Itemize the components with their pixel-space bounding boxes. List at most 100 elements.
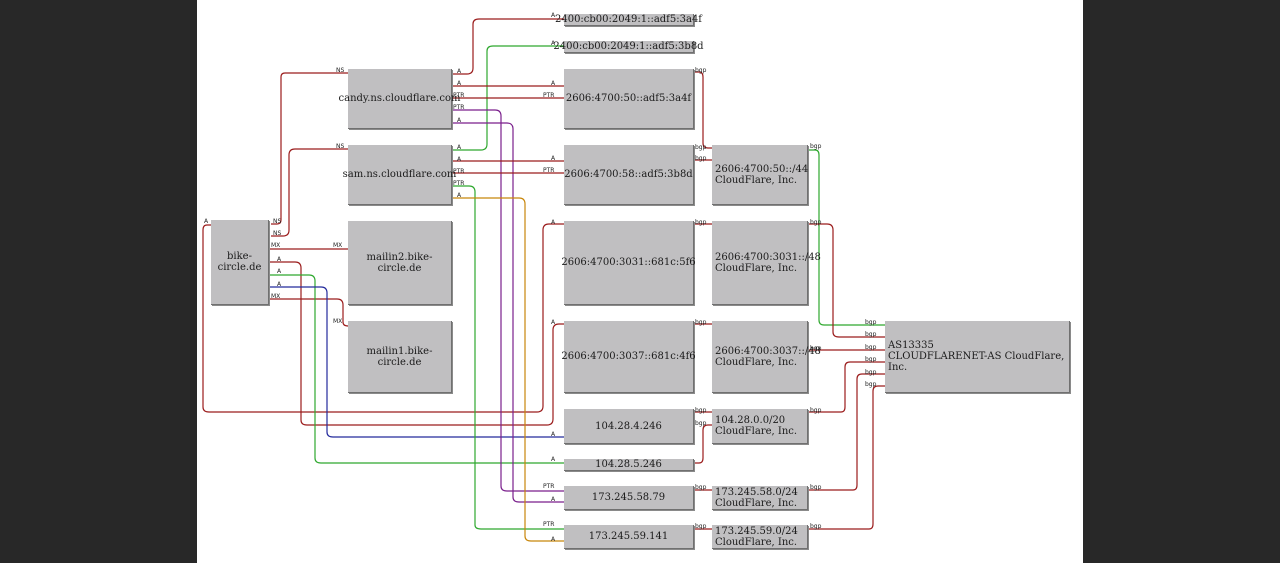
node-label: sam.ns.cloudflare.com — [342, 169, 457, 180]
edge-label-ns: NS — [273, 218, 282, 225]
node-net-v4-58[interactable]: 173.245.58.0/24 CloudFlare, Inc. — [712, 486, 808, 510]
edge-layer — [202, 18, 885, 542]
node-net-v6-3037[interactable]: 2606:4700:3037::/48 CloudFlare, Inc. — [712, 321, 821, 393]
net-org: CloudFlare, Inc. — [715, 174, 798, 186]
a-edge — [202, 223, 564, 413]
node-ipv6-site2[interactable]: 2606:4700:3037::681c:4f6 — [561, 321, 696, 393]
node-asn[interactable]: AS13335 CLOUDFLARENET-AS CloudFlare, Inc… — [885, 321, 1070, 393]
edge-label-a: A — [551, 456, 556, 463]
edge-label-bgp: bgp — [810, 219, 822, 226]
node-label: bike-circle.de — [217, 251, 262, 273]
node-ipv4-site2[interactable]: 104.28.5.246 — [564, 459, 694, 471]
node-ipv6-sam[interactable]: 2606:4700:58::adf5:3b8d — [564, 145, 694, 205]
edge-label-a: A — [551, 80, 556, 87]
a-edge — [269, 286, 564, 438]
node-label: 173.245.59.141 — [588, 531, 669, 542]
node-ipv4-candy[interactable]: 173.245.58.79 — [564, 486, 694, 510]
bgp-edge — [694, 424, 712, 464]
edge-label-ptr: PTR — [453, 180, 465, 187]
node-label: 173.245.58.79 — [591, 492, 666, 503]
edge-label-a: A — [551, 155, 556, 162]
node-label: 2606:4700:3037::681c:4f6 — [561, 351, 696, 362]
edge-label-bgp: bgp — [810, 345, 822, 352]
bgp-edge — [271, 72, 348, 225]
ptr-edge — [452, 185, 564, 530]
net-org: CloudFlare, Inc. — [715, 262, 798, 274]
edge-label-ptr: PTR — [453, 104, 465, 111]
edge-label-a: A — [457, 192, 462, 199]
node-label: 2606:4700:58::adf5:3b8d — [564, 169, 693, 180]
edge-label-bgp: bgp — [865, 381, 877, 388]
node-label: mailin2.bike-circle.de — [366, 251, 433, 274]
edge-label-a: A — [457, 117, 462, 124]
node-label: 2400:cb00:2049:1::adf5:3a4f — [554, 14, 703, 25]
edge-label-ptr: PTR — [543, 521, 555, 528]
node-candy-ns[interactable]: candy.ns.cloudflare.com — [339, 69, 460, 129]
node-ipv4-site1[interactable]: 104.28.4.246 — [564, 409, 694, 444]
node-mailin1[interactable]: mailin1.bike-circle.de — [348, 321, 452, 393]
net-prefix: 173.245.59.0/24 — [715, 525, 798, 537]
edge-label-bgp: bgp — [695, 155, 707, 162]
edge-label-a: A — [457, 144, 462, 151]
node-label: mailin1.bike-circle.de — [366, 345, 433, 368]
net-org: CloudFlare, Inc. — [715, 426, 798, 437]
edge-label-ns: NS — [273, 230, 282, 237]
node-label: 2400:cb00:2049:1::adf5:3b8d — [553, 41, 704, 52]
edge-label-bgp: bgp — [865, 356, 877, 363]
edge-label-bgp: bgp — [695, 144, 707, 151]
node-ipv6-candy-apnic[interactable]: 2400:cb00:2049:1::adf5:3a4f — [555, 14, 702, 26]
edge-label-bgp: bgp — [865, 319, 877, 326]
edge-label-mx: MX — [271, 242, 281, 249]
edge-label-bgp: bgp — [695, 523, 707, 530]
node-mailin2[interactable]: mailin2.bike-circle.de — [348, 221, 452, 305]
node-ipv6-site1[interactable]: 2606:4700:3031::681c:5f6 — [561, 221, 696, 305]
node-net-v6-50[interactable]: 2606:4700:50::/44 CloudFlare, Inc. — [712, 145, 808, 205]
edge-label-a: A — [551, 219, 556, 226]
edge-label-bgp: bgp — [695, 219, 707, 226]
asn-number: AS13335 — [888, 340, 934, 351]
node-ipv4-sam[interactable]: 173.245.59.141 — [564, 525, 694, 549]
net-prefix: 2606:4700:50::/44 — [715, 163, 809, 175]
node-label: 104.28.4.246 — [595, 420, 662, 432]
edge-label-ns: NS — [336, 67, 345, 74]
edge-label-bgp: bgp — [695, 67, 707, 74]
node-net-v6-3031[interactable]: 2606:4700:3031::/48 CloudFlare, Inc. — [712, 221, 821, 305]
node-bike-circle[interactable]: bike-circle.de — [211, 220, 269, 305]
edge-label-a: A — [277, 268, 282, 275]
node-ipv6-sam-apnic[interactable]: 2400:cb00:2049:1::adf5:3b8d — [553, 41, 704, 53]
edge-label-ptr: PTR — [543, 483, 555, 490]
edge-label-a: A — [551, 40, 556, 47]
edge-label-bgp: bgp — [810, 143, 822, 150]
net-prefix: 2606:4700:3037::/48 — [715, 345, 821, 357]
node-net-v4-59[interactable]: 173.245.59.0/24 CloudFlare, Inc. — [712, 525, 808, 549]
net-prefix: 2606:4700:3031::/48 — [715, 251, 821, 263]
edge-label-ptr: PTR — [453, 168, 465, 175]
bgp-edge — [808, 361, 885, 413]
edge-label-bgp: bgp — [695, 407, 707, 414]
bgp-edge — [694, 71, 712, 149]
edge-label-ptr: PTR — [453, 92, 465, 99]
edge-label-ptr: PTR — [543, 167, 555, 174]
a-edge — [452, 122, 564, 503]
edge-label-a: A — [457, 80, 462, 87]
edge-label-a: A — [277, 256, 282, 263]
edge-label-bgp: bgp — [695, 420, 707, 427]
a-edge — [269, 261, 564, 426]
edge-label-bgp: bgp — [865, 331, 877, 338]
edge-label-a: A — [457, 68, 462, 75]
edge-label-bgp: bgp — [810, 407, 822, 414]
dns-graph-canvas: bike-circle.de candy.ns.cloudflare.com s… — [197, 0, 1083, 563]
edge-label-a: A — [551, 536, 556, 543]
edge-label-bgp: bgp — [695, 319, 707, 326]
edge-label-mx: MX — [333, 242, 343, 249]
edge-label-a: A — [551, 319, 556, 326]
node-ipv6-candy[interactable]: 2606:4700:50::adf5:3a4f — [564, 69, 694, 129]
edge-label-mx: MX — [271, 293, 281, 300]
node-sam-ns[interactable]: sam.ns.cloudflare.com — [343, 145, 456, 205]
a-edge — [269, 274, 564, 464]
node-net-v4-104[interactable]: 104.28.0.0/20 CloudFlare, Inc. — [712, 409, 808, 444]
net-prefix: 104.28.0.0/20 — [715, 415, 786, 426]
node-label: candy.ns.cloudflare.com — [338, 93, 461, 104]
bgp-edge — [271, 148, 348, 237]
edge-label-a: A — [277, 281, 282, 288]
